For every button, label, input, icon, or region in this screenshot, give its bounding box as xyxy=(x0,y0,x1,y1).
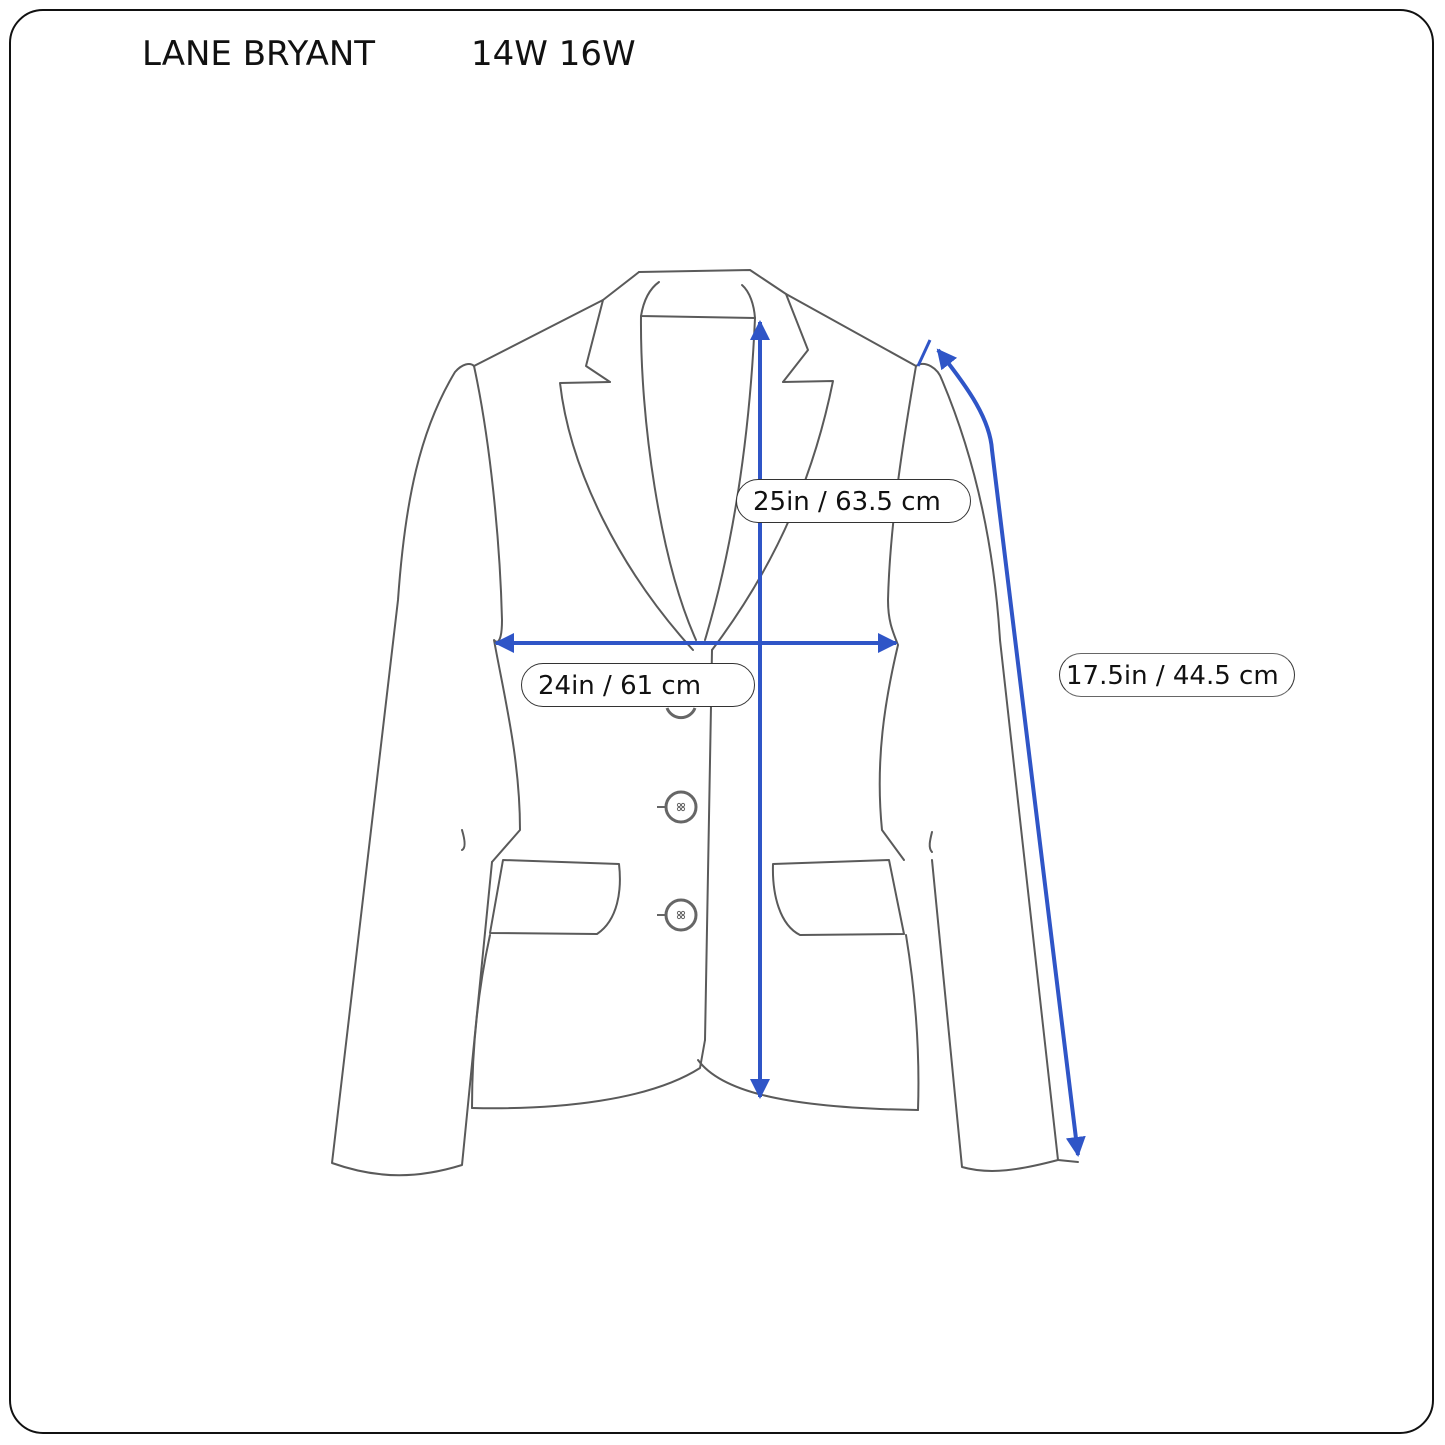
left-lapel xyxy=(559,381,694,651)
size-label: 14W 16W xyxy=(471,34,636,74)
diagram-frame xyxy=(9,9,1434,1434)
length-measurement-label: 25in / 63.5 cm xyxy=(736,479,971,523)
center-front xyxy=(704,649,713,1041)
sleeve-start-tick xyxy=(916,339,932,367)
sleeve-measurement-label: 17.5in / 44.5 cm xyxy=(1059,653,1295,697)
button-2 xyxy=(657,790,698,824)
collar xyxy=(638,269,809,383)
button-1 xyxy=(665,707,697,720)
left-body-side xyxy=(473,365,521,863)
button-3 xyxy=(657,898,698,932)
sleeve-arrow xyxy=(936,348,1086,1157)
blazer-outline xyxy=(331,269,1079,1177)
left-pocket xyxy=(489,859,621,935)
chest-measurement-label: 24in / 61 cm xyxy=(521,663,755,707)
left-sleeve xyxy=(331,363,493,1177)
right-body-side xyxy=(878,365,917,861)
brand-name: LANE BRYANT xyxy=(142,34,376,74)
measurement-arrows xyxy=(494,320,1086,1157)
right-pocket xyxy=(771,859,905,936)
buttons xyxy=(657,707,698,932)
